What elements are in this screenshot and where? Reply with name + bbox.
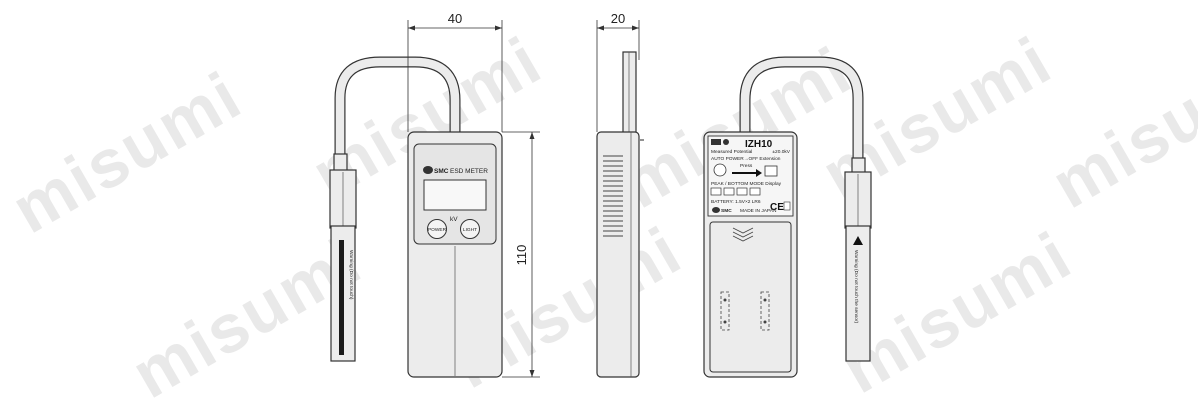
label-icon-circle <box>723 139 729 145</box>
rear-auto-power: AUTO POWER→OFF Extension <box>711 156 781 162</box>
rear-ext-box <box>765 166 777 176</box>
unit-label: kV <box>450 216 458 223</box>
battery-cover <box>710 222 791 372</box>
rear-model: IZH10 <box>745 139 773 150</box>
power-button[interactable]: POWER <box>428 220 447 239</box>
side-body <box>597 132 639 377</box>
rear-peak-mode: PEAK / BOTTOM MODE Display <box>711 181 782 187</box>
rear-power-symbol <box>714 164 726 176</box>
rear-made-in: MADE IN JAPAN <box>740 208 777 214</box>
dim-side-depth-value: 20 <box>611 11 625 26</box>
power-button-label: POWER <box>428 227 447 233</box>
label-icon-box <box>711 139 721 145</box>
rear-brand: SMC <box>721 208 732 214</box>
side-view <box>597 52 644 377</box>
side-cable-stub <box>623 52 636 134</box>
watermark-text: misumi <box>1040 32 1198 223</box>
rear-press: Press <box>740 163 753 169</box>
brand-text: SMC <box>434 168 449 175</box>
rear-smc-logo <box>712 207 720 213</box>
rear-measured-potential: Measured Potential <box>711 149 752 155</box>
product-name: ESD METER <box>450 168 488 175</box>
smc-logo: SMC <box>423 166 449 175</box>
rear-disposal-icon <box>784 202 790 210</box>
probe-sensor-slot <box>339 240 344 355</box>
rear-probe-warning: Warning (Do not touch the sensor) <box>853 250 859 324</box>
probe-label: Warning (Do not touch) <box>348 250 354 300</box>
dim-front-width-value: 40 <box>448 11 462 26</box>
light-button-label: LIGHT <box>463 227 477 233</box>
rear-battery: BATTERY: 1.5V×2 LR6 <box>711 199 761 205</box>
rear-range: ±20.0kV <box>772 149 790 155</box>
watermark-text: misumi <box>0 57 254 248</box>
lcd-display <box>424 180 486 210</box>
light-button[interactable]: LIGHT <box>461 220 480 239</box>
dim-front-height-value: 110 <box>514 245 529 266</box>
